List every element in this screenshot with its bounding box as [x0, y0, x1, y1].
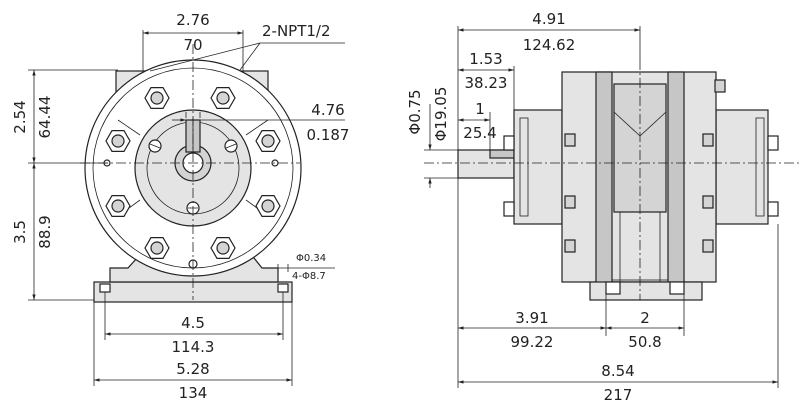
dim-overall-top-in: 4.91 [532, 10, 565, 28]
left-end-cap [513, 109, 563, 225]
dim-upper-height-in: 2.54 [11, 100, 29, 133]
dim-foot-span-in: 2 [640, 309, 650, 327]
dim-overall-top-mm: 124.62 [523, 36, 576, 54]
dim-shaft-dia-in: Φ0.75 [406, 89, 424, 134]
dim-shaft-len-mm: 38.23 [465, 74, 508, 92]
dim-top-width-in: 2.76 [176, 11, 209, 29]
side-view: 4.91 124.62 1.53 38.23 1 25.4 Φ0.75 Φ19.… [406, 10, 800, 404]
dim-overall-len-mm: 217 [604, 386, 633, 404]
dim-hole-span-mm: 114.3 [172, 338, 215, 356]
dim-key-len-in: 1 [475, 100, 485, 118]
dim-key-len-mm: 25.4 [463, 124, 496, 142]
side-bolts [503, 79, 779, 253]
dim-key-mm: 0.187 [307, 126, 350, 144]
dim-overall-len-in: 8.54 [601, 362, 634, 380]
dim-lower-height-in: 3.5 [11, 220, 29, 244]
dim-shaft-len-in: 1.53 [469, 50, 502, 68]
dim-base-width-in: 5.28 [176, 360, 209, 378]
dim-lower-height-mm: 88.9 [36, 215, 54, 248]
dim-hole-in: Φ0.34 [296, 253, 326, 264]
dim-foot-offset-mm: 99.22 [511, 333, 554, 351]
dim-key-in: 4.76 [311, 101, 344, 119]
port-callout: 2-NPT1/2 [262, 22, 331, 40]
dim-top-width-mm: 70 [183, 36, 202, 54]
dim-upper-height-mm: 64.44 [36, 96, 54, 139]
dim-shaft-dia-mm: Φ19.05 [432, 87, 450, 142]
hex-bolts [105, 87, 281, 259]
right-end-cap [715, 109, 769, 225]
dim-base-width-mm: 134 [179, 384, 208, 402]
dim-hole-mm: 4-Φ8.7 [292, 271, 326, 282]
dim-hole-span-in: 4.5 [181, 314, 205, 332]
front-view: 2.76 70 2-NPT1/2 2.54 64.44 3.5 88.9 4.7… [11, 11, 349, 402]
dim-foot-span-mm: 50.8 [628, 333, 661, 351]
dim-foot-offset-in: 3.91 [515, 309, 548, 327]
